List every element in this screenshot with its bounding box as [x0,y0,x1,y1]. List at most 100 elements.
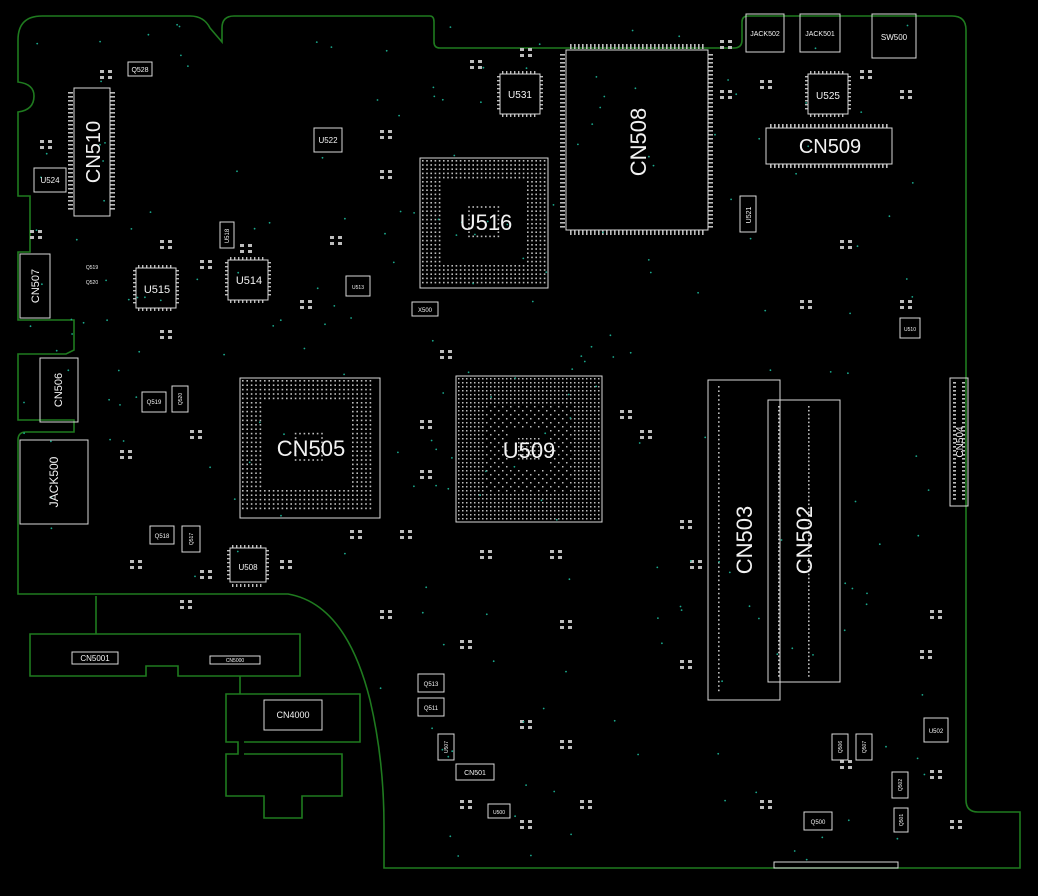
bga-ball [578,442,580,444]
bga-ball [470,386,472,388]
bga-ball [531,160,533,162]
bga-ball [506,176,508,179]
passive-pad [308,306,312,309]
bga-ball [590,470,592,472]
bga-ball [598,378,600,380]
bga-ball [464,265,466,267]
bga-ball [522,160,525,162]
bga-ball [514,518,516,520]
cn510-outline [73,87,111,217]
bga-ball [539,193,542,196]
via [71,333,73,335]
bga-ball [352,384,354,386]
u522-outline [313,127,343,153]
bga-ball [250,476,253,479]
bga-ball [538,450,540,452]
bga-ball [550,394,552,396]
bga-ball [259,485,262,488]
via [55,349,58,352]
bga-ball [498,458,500,460]
bga-ball [356,454,358,457]
bga-ball [539,244,542,246]
passive-pad [188,606,192,609]
bga-ball [539,281,542,284]
via [130,228,133,230]
bga-ball [466,418,468,420]
via [344,217,346,220]
bga-ball [250,397,253,400]
bga-ball [526,446,528,448]
bga-ball [582,390,584,392]
bga-ball [303,388,306,391]
smd-pad-layer [30,40,965,829]
via [724,799,726,802]
bga-ball [502,378,504,380]
bga-ball [482,398,484,400]
bga-ball [582,474,584,476]
bga-ball [478,390,480,392]
bga-ball [356,485,358,488]
bga-ball [458,398,460,400]
bga-ball [527,176,529,179]
bga-ball [497,281,500,284]
bga-ball [498,394,500,396]
bga-ball [490,506,492,508]
bga-ball [472,269,474,271]
bga-ball [527,164,529,166]
bga-ball [470,518,472,520]
connector-pin [708,54,713,56]
connector-pin [953,414,956,416]
connector-pin [718,623,720,626]
bga-ball [531,273,533,275]
bga-ball [430,210,432,212]
bga-ball [522,390,524,392]
bga-ball [497,231,500,233]
bga-ball [466,382,468,384]
bga-ball [522,426,524,428]
bga-ball [506,474,508,476]
connector-pin [778,585,780,587]
bga-ball [518,164,521,166]
via [104,142,106,144]
connector-pin [708,70,713,72]
passive-pad [408,530,412,533]
bga-ball [458,446,460,448]
bga-ball [369,507,372,510]
bga-ball [321,397,323,400]
bga-ball [494,414,496,416]
bga-ball [543,172,546,175]
bga-ball [303,393,306,395]
connector-pin [778,480,780,482]
bga-ball [562,410,564,412]
connector-pin [646,230,648,235]
bga-ball [562,398,564,400]
via [735,93,738,96]
bga-ball [242,406,244,408]
bga-ball [430,227,432,229]
cn5001-label: CN5001 [80,654,110,663]
bga-ball [531,218,533,221]
via [451,750,454,753]
via [431,339,434,342]
bga-ball [558,510,560,512]
bga-ball [498,390,500,392]
bga-ball [281,494,284,496]
ic-pin [830,71,832,74]
jack501-label: JACK501 [805,31,835,38]
connector-pin [68,144,73,146]
bga-ball [474,382,476,384]
passive-pad [440,356,444,359]
bga-ball [259,476,262,479]
passive-pad [350,530,354,533]
bga-ball [542,378,544,380]
via [431,727,433,730]
bga-ball [443,160,445,162]
bga-ball [438,185,441,187]
bga-ball [574,386,576,388]
bga-ball [535,210,537,212]
bga-grid-layer [242,160,600,520]
bga-ball [485,235,487,238]
bga-ball [369,498,372,501]
bga-ball [590,418,592,420]
bga-ball [478,386,480,388]
